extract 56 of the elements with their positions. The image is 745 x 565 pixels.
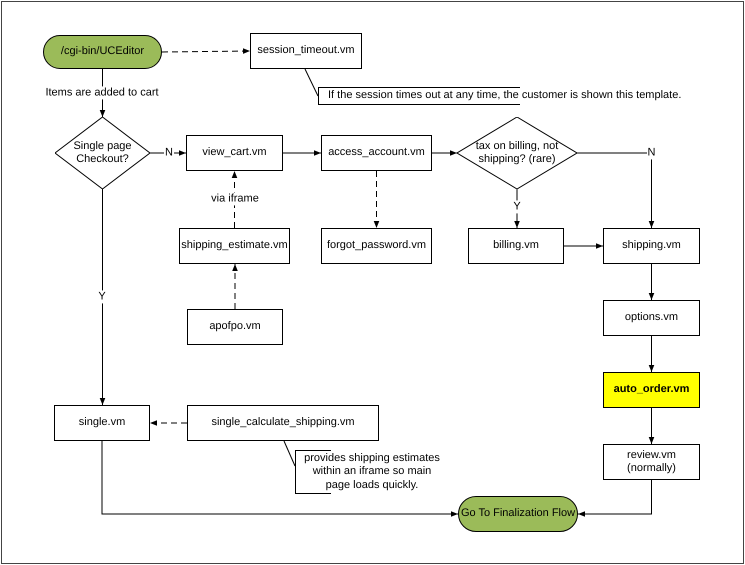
terminal-box bbox=[43, 35, 162, 69]
node-label: shipping.vm bbox=[622, 239, 681, 253]
arrow bbox=[564, 243, 604, 249]
edge-label: Y bbox=[512, 200, 522, 214]
node-label: options.vm bbox=[624, 311, 678, 325]
process-box bbox=[250, 33, 362, 69]
decision-diamond bbox=[55, 117, 150, 189]
arrow bbox=[648, 336, 654, 372]
leader-line bbox=[284, 440, 296, 466]
node-label: review.vm (normally) bbox=[626, 448, 677, 476]
terminal-box bbox=[458, 496, 578, 532]
process-box bbox=[603, 444, 700, 480]
process-box bbox=[321, 135, 432, 171]
arrow bbox=[162, 48, 250, 54]
node-label: apofpo.vm bbox=[209, 320, 261, 334]
node-label: view_cart.vm bbox=[202, 146, 267, 160]
leader-line bbox=[304, 68, 318, 96]
arrow bbox=[576, 152, 654, 228]
node-label: tax on billing, not shipping? (rare) bbox=[474, 140, 560, 166]
process-box bbox=[54, 405, 150, 441]
arrow bbox=[282, 150, 322, 156]
arrow bbox=[100, 188, 106, 406]
edge-label: Y bbox=[97, 290, 107, 304]
process-box bbox=[186, 135, 283, 171]
arrow bbox=[374, 170, 380, 228]
note-text: provides shipping estimates within an iframe so main page loads quickly. bbox=[303, 452, 441, 492]
node-label: Single page Checkout? bbox=[72, 140, 133, 166]
edge-label: Items are added to cart bbox=[44, 86, 160, 100]
note-text: If the session times out at any time, the customer is shown this template. bbox=[328, 89, 682, 103]
process-box bbox=[321, 228, 432, 264]
arrow bbox=[150, 420, 188, 426]
node-label: access_account.vm bbox=[328, 146, 425, 160]
arrow bbox=[232, 264, 238, 310]
edge-label: N bbox=[646, 146, 656, 160]
process-box bbox=[187, 309, 283, 345]
process-box bbox=[187, 405, 379, 441]
node-label: session_timeout.vm bbox=[257, 44, 355, 58]
process-box bbox=[468, 228, 564, 264]
process-box bbox=[179, 228, 290, 264]
node-label: shipping_estimate.vm bbox=[181, 239, 288, 253]
node-label: auto_order.vm bbox=[614, 383, 690, 397]
arrow bbox=[648, 264, 654, 300]
node-label: single.vm bbox=[78, 416, 126, 430]
process-box bbox=[603, 228, 700, 264]
process-box bbox=[603, 372, 700, 408]
arrow bbox=[648, 408, 654, 444]
arrow bbox=[578, 480, 652, 517]
node-label: Go To Finalization Flow bbox=[460, 507, 576, 521]
process-box bbox=[603, 300, 700, 336]
node-label: billing.vm bbox=[493, 239, 539, 253]
edge-label: via iframe bbox=[210, 192, 260, 206]
node-label: forgot_password.vm bbox=[326, 239, 426, 253]
node-label: single_calculate_shipping.vm bbox=[211, 416, 355, 430]
node-label: /cgi-bin/UCEditor bbox=[60, 45, 144, 59]
decision-diamond bbox=[457, 117, 577, 189]
arrow bbox=[432, 150, 458, 156]
